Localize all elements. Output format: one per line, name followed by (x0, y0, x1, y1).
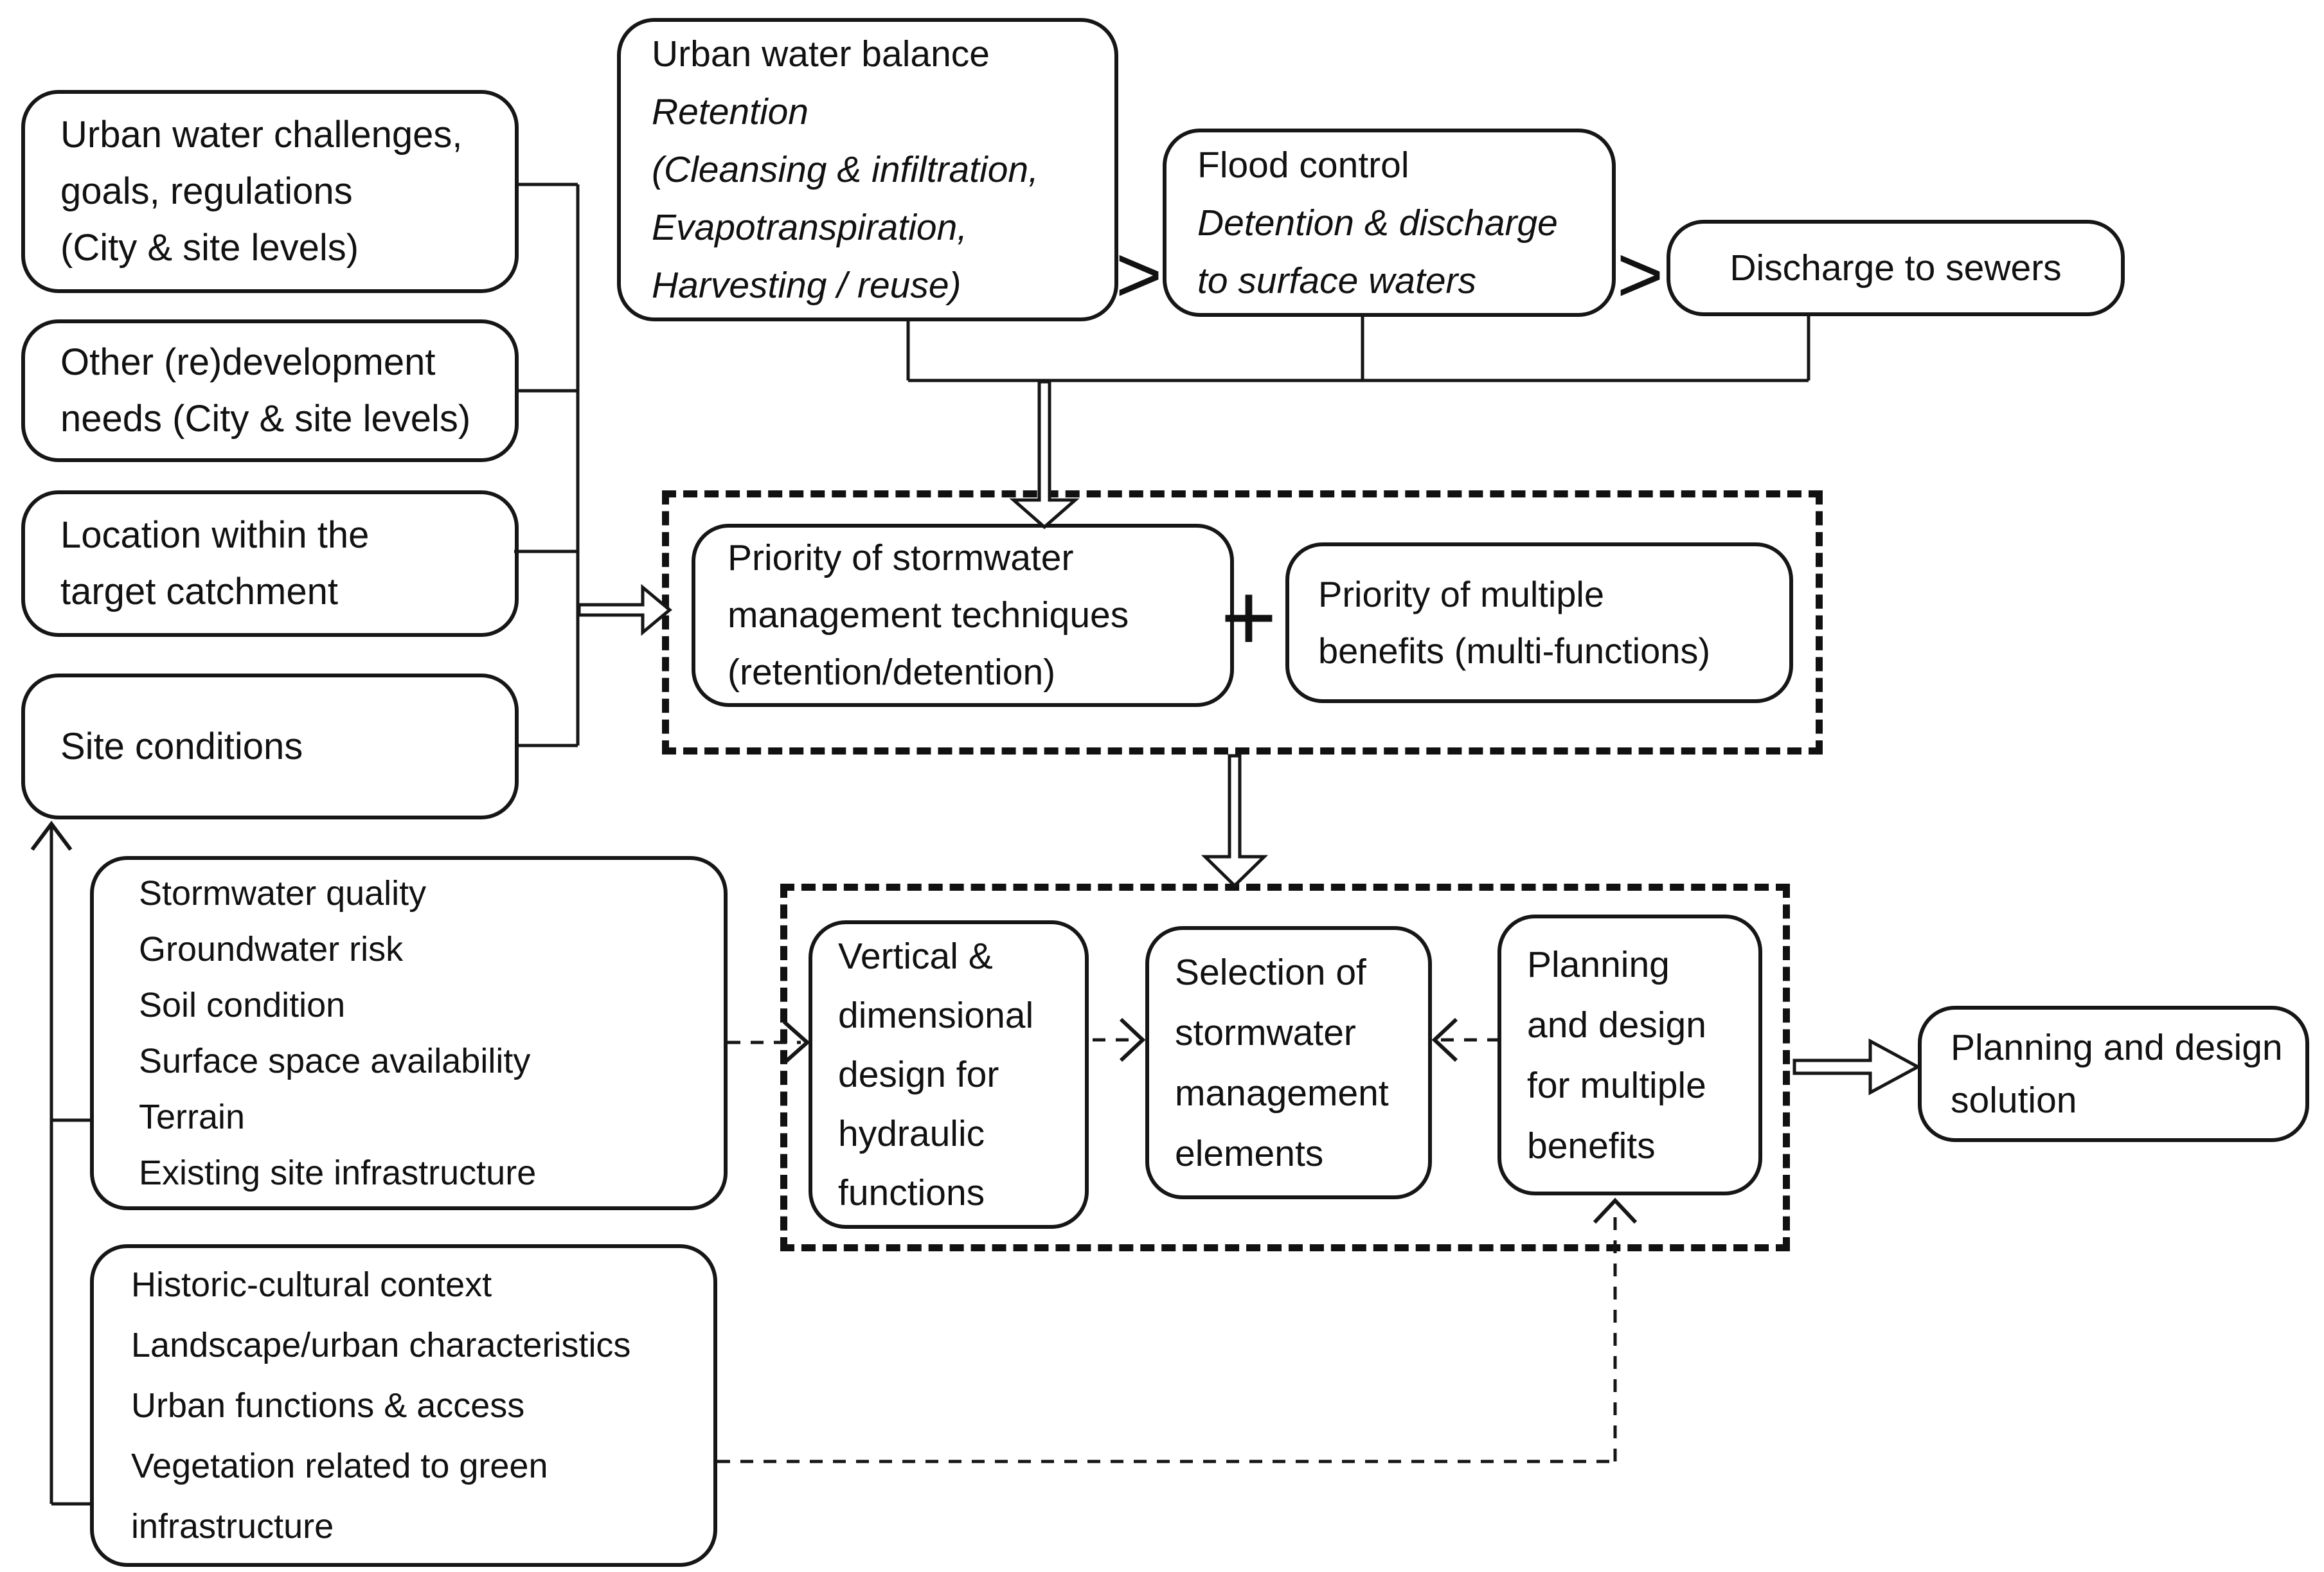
box-text-line: functions (838, 1172, 985, 1213)
plus-icon: + (1220, 562, 1277, 671)
box-text-line: Planning (1527, 943, 1670, 985)
box-text-line: benefits (multi-functions) (1318, 630, 1711, 671)
box-text-line: Urban water balance (652, 33, 990, 75)
planning-multiple-benefits-box: Planning and design for multiple benefit… (1497, 915, 1762, 1195)
box-text-line: benefits (1527, 1125, 1656, 1166)
context-factors-box: Historic-cultural context Landscape/urba… (90, 1244, 717, 1567)
box-text-line: Evapotranspiration, (652, 207, 968, 248)
box-text-line: goals, regulations (60, 170, 353, 212)
arrowhead-up-icon (30, 821, 73, 851)
discharge-sewers-box: Discharge to sewers (1667, 220, 2125, 316)
vertical-design-box: Vertical & dimensional design for hydrau… (809, 920, 1089, 1229)
connector-left-tree (514, 183, 580, 747)
site-factors-box: Stormwater quality Groundwater risk Soil… (90, 856, 728, 1210)
urban-water-challenges-box: Urban water challenges, goals, regulatio… (21, 90, 519, 293)
flood-control-box: Flood control Detention & discharge to s… (1163, 129, 1616, 317)
box-text-line: dimensional (838, 995, 1034, 1036)
box-text-line: Urban water challenges, (60, 114, 463, 156)
box-text-line: design for (838, 1054, 999, 1095)
priority-benefits-box: Priority of multiple benefits (multi-fun… (1285, 542, 1793, 703)
box-text-line: Urban functions & access (131, 1386, 525, 1425)
box-text-line: Existing site infrastructure (139, 1153, 537, 1192)
box-text-line: needs (City & site levels) (60, 398, 471, 440)
box-text-line: Other (re)development (60, 341, 436, 383)
chevron-right-icon: > (1115, 229, 1163, 319)
box-text-line: solution (1951, 1080, 2077, 1121)
box-text-line: stormwater (1175, 1012, 1356, 1053)
box-text-line: Site conditions (60, 725, 303, 767)
box-text-line: Surface space availability (139, 1041, 531, 1080)
hollow-arrow-down-icon (1201, 754, 1269, 888)
urban-water-balance-box: Urban water balance Retention (Cleansing… (617, 18, 1118, 321)
connector-top-collector (906, 316, 1810, 382)
box-text-line: infrastructure (131, 1507, 334, 1546)
hollow-arrow-right-icon (577, 584, 672, 636)
box-text-line: Priority of stormwater (728, 537, 1074, 578)
box-text-line: elements (1175, 1132, 1324, 1174)
hollow-arrow-right-icon (1792, 1038, 1922, 1096)
box-text-line: target catchment (60, 571, 338, 612)
priority-techniques-box: Priority of stormwater management techni… (692, 524, 1234, 707)
box-text-line: Stormwater quality (139, 873, 427, 913)
box-text-line: management techniques (728, 594, 1129, 636)
box-text-line: Detention & discharge (1197, 202, 1558, 244)
box-text-line: Vertical & (838, 936, 993, 977)
box-text-line: for multiple (1527, 1064, 1706, 1106)
box-text-line: Planning and design (1951, 1027, 2283, 1068)
box-text-line: Groundwater risk (139, 929, 404, 969)
box-text-line: and design (1527, 1004, 1706, 1046)
box-text-line: Priority of multiple (1318, 574, 1605, 614)
redevelopment-needs-box: Other (re)development needs (City & site… (21, 319, 519, 462)
location-catchment-box: Location within the target catchment (21, 490, 519, 637)
box-text-line: Location within the (60, 514, 370, 556)
box-text-line: Landscape/urban characteristics (131, 1326, 631, 1364)
box-text-line: Flood control (1197, 144, 1409, 186)
selection-elements-box: Selection of stormwater management eleme… (1145, 926, 1432, 1199)
box-text-line: (Cleansing & infiltration, (652, 149, 1039, 190)
solution-box: Planning and design solution (1918, 1006, 2309, 1142)
box-text-line: management (1175, 1072, 1389, 1114)
box-text-line: to surface waters (1197, 260, 1477, 301)
box-text-line: Soil condition (139, 985, 346, 1024)
box-text-line: (City & site levels) (60, 227, 359, 269)
box-text-line: Retention (652, 91, 809, 132)
box-text-line: hydraulic (838, 1113, 985, 1154)
box-text-line: Harvesting / reuse) (652, 265, 961, 306)
site-conditions-box: Site conditions (21, 674, 519, 819)
box-text-line: Historic-cultural context (131, 1265, 492, 1304)
box-text-line: Terrain (139, 1097, 246, 1136)
chevron-right-icon: > (1616, 229, 1664, 319)
box-text-line: Selection of (1175, 951, 1366, 993)
box-text-line: (retention/detention) (728, 652, 1056, 693)
connector-feedback-line (49, 825, 90, 1506)
box-text-line: Vegetation related to green (131, 1447, 548, 1485)
box-text-line: Discharge to sewers (1730, 247, 2062, 289)
